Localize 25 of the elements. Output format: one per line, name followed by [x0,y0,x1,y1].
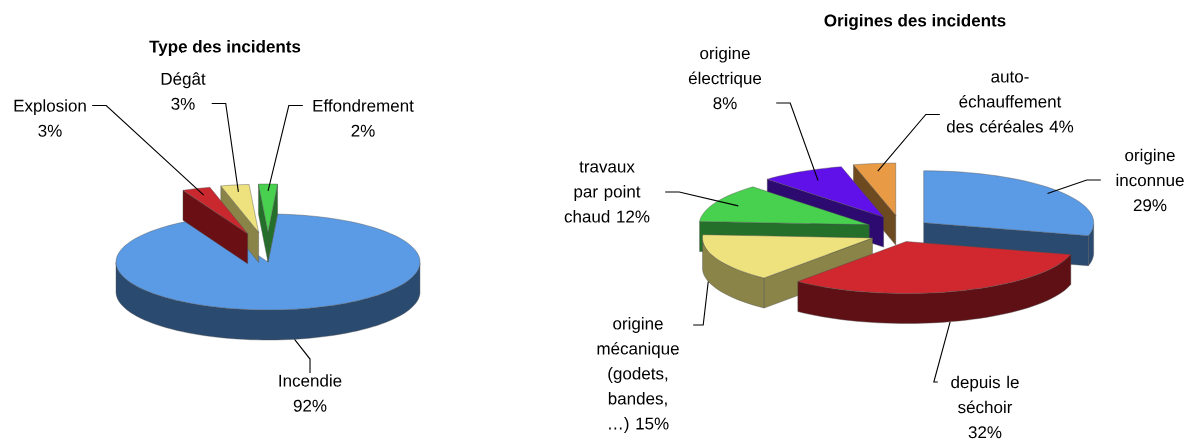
pie-slice [182,187,248,264]
slice-label: origine inconnue 29% [1116,148,1184,212]
leader-line [294,338,311,374]
slice-label: auto- échauffement des céréales 4% [946,71,1074,133]
leader-line [211,102,239,193]
slice-label: Effondrement 2% [313,99,414,137]
slice-label: Incendie 92% [279,374,342,412]
leader-line [692,281,709,326]
leader-line [877,113,941,172]
pie-slice [115,213,421,341]
slice-label: Dégât 3% [161,72,206,110]
leader-line [664,191,739,207]
slice-label: depuis le séchoir 32% [951,375,1019,439]
leader-line [91,104,205,196]
pie-slice [797,241,1072,324]
slice-label: Explosion 3% [14,99,86,137]
leader-line [933,321,951,383]
slice-label: origine mécanique (godets, bandes, …) 15% [597,317,679,433]
chart-title: Origines des incidents [824,14,1006,30]
pie-slice [258,183,278,263]
chart-title: Type des incidents [149,40,301,56]
slice-label: travaux par point chaud 12% [564,161,650,223]
leader-line [1046,179,1102,194]
leader-line [267,104,304,192]
slice-label: origine électrique 8% [688,46,762,110]
